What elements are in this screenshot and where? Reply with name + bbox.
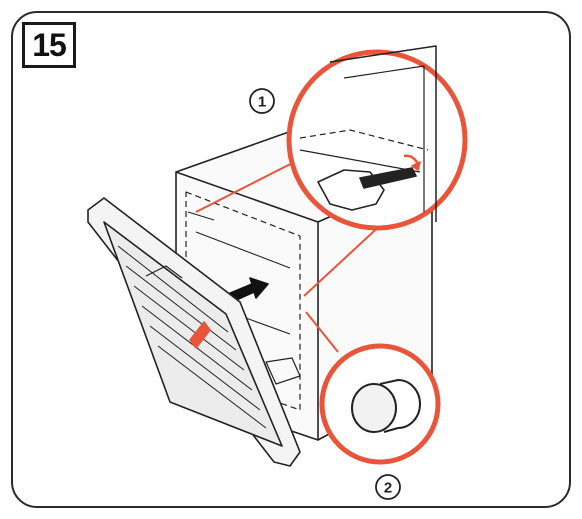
- screwdriver-icon: [359, 167, 417, 189]
- knob-icon: [351, 383, 397, 433]
- detail-circle-1: [286, 45, 468, 231]
- rotate-arrow-icon: [189, 321, 211, 349]
- callout-2-circle: [375, 474, 401, 500]
- panel-frame: [11, 11, 571, 508]
- callout-1-circle: [249, 88, 275, 114]
- step-number-box: 15: [22, 22, 76, 68]
- step-number: 15: [32, 26, 67, 63]
- callout-2-label: 2: [384, 480, 392, 497]
- detail-circle-2: [319, 343, 441, 465]
- callout-1-label: 1: [258, 94, 266, 111]
- door: [87, 197, 301, 467]
